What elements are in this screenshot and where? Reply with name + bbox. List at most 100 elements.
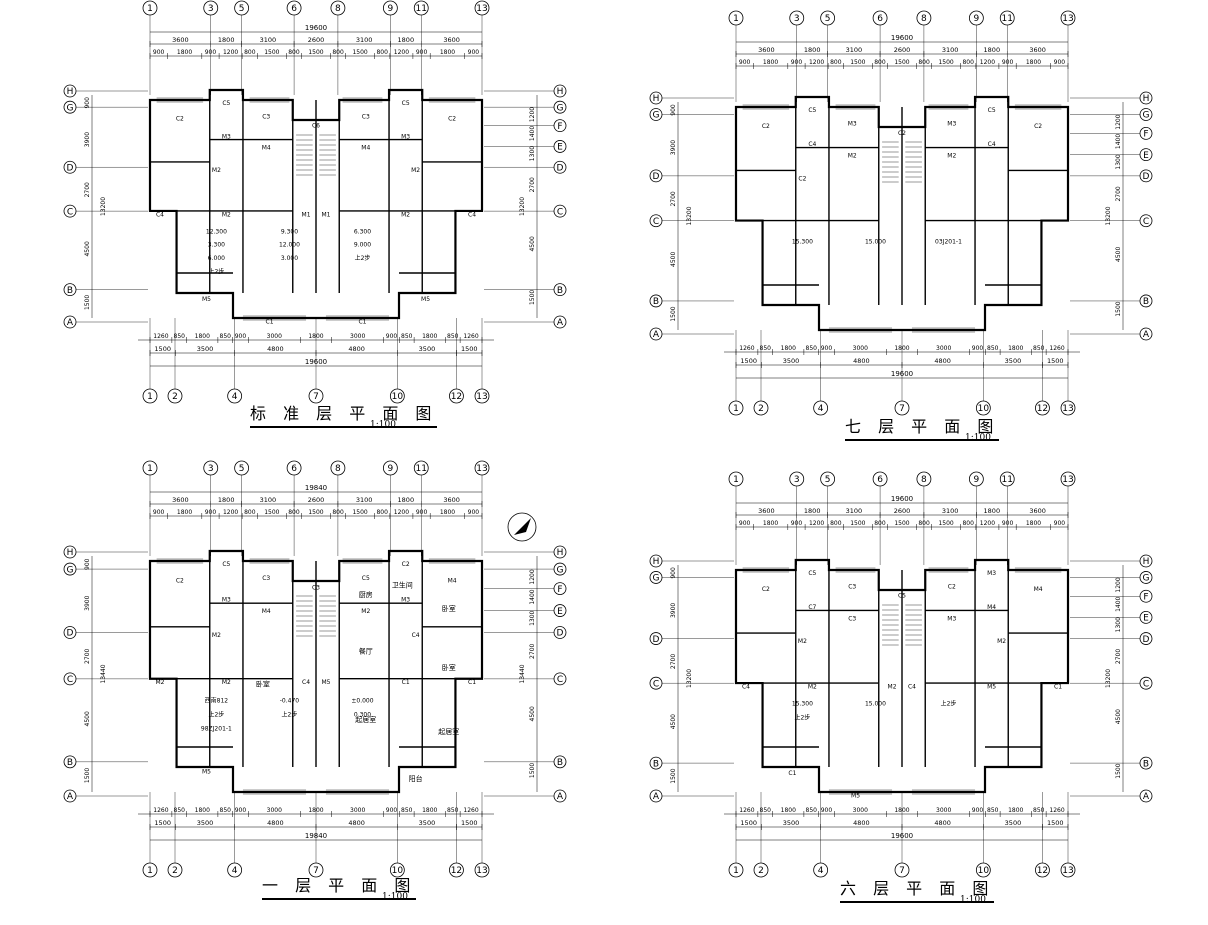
dim-top: 3600 [1029,46,1046,54]
axis-bubble-label: 12 [451,392,462,402]
room-code: M5 [321,679,330,686]
plan-note: 3.000 [281,255,298,262]
dim-top: 1800 [804,507,821,515]
axis-bubble-label: 8 [335,4,341,14]
room-code: M2 [401,212,410,219]
dim-top-detail: 800 [830,59,842,66]
dim-bottom-detail: 3000 [267,807,282,814]
axis-bubble-label: 1 [147,866,153,876]
dim-left: 900 [670,567,677,579]
dim-right: 1400 [529,589,536,604]
row-axis-bubble-label: A [653,330,660,340]
dim-bottom-detail: 1800 [781,807,796,814]
room-code: C2 [762,123,770,130]
dim-top-detail: 800 [874,520,886,527]
room-code: C4 [742,684,750,691]
dim-top: 3600 [758,46,775,54]
dim-top-detail: 900 [1002,59,1014,66]
axis-bubble-label: 10 [392,866,404,876]
dim-top-detail: 800 [962,520,974,527]
dim-bottom-detail: 3000 [853,807,868,814]
axis-bubble-label: 5 [239,4,245,14]
axis-bubble-label: 11 [1002,475,1013,485]
axis-bubble-label: 1 [733,404,739,414]
dim-right: 1400 [529,126,536,141]
dim-left: 1500 [670,768,677,783]
dim-top: 1800 [398,496,415,504]
axis-bubble-label: 6 [291,464,297,474]
plan-title: 一 层 平 面 图 [262,872,417,900]
dim-top: 2600 [308,496,325,504]
dim-right: 2700 [1115,186,1122,201]
row-axis-bubble-label: D [1143,635,1150,645]
plan-note: 98ZJ201-1 [201,726,232,733]
dim-top-detail: 900 [1054,520,1066,527]
axis-bubble-label: 13 [1062,14,1073,24]
axis-bubble-label: 2 [172,866,178,876]
room-code: M5 [851,792,860,799]
dim-top-detail: 1500 [264,509,279,516]
row-axis-bubble-label: C [653,217,659,227]
dim-top-detail: 800 [918,59,930,66]
plan-note: 6.300 [354,228,371,235]
dim-bottom: 3500 [197,819,214,827]
dim-bottom-detail: 1260 [1049,345,1064,352]
dim-side-total: 13200 [1105,206,1112,225]
room-code: C1 [402,679,410,686]
axis-bubble-label: 4 [232,866,238,876]
dim-bottom: 4800 [934,819,951,827]
dim-top-detail: 1500 [894,520,909,527]
axis-bubble-label: 2 [758,404,764,414]
dim-left: 3900 [84,132,91,147]
axis-bubble-label: 3 [208,4,214,14]
room-code: C1 [266,319,274,326]
row-axis-bubble-label: E [557,143,563,153]
dim-top-detail: 900 [1002,520,1014,527]
row-axis-bubble-label: G [1143,111,1150,121]
dim-right: 1400 [1115,596,1122,611]
axis-bubble-label: 6 [291,4,297,14]
row-axis-bubble-label: D [557,163,564,173]
row-axis-bubble-label: E [1143,614,1149,624]
dim-left: 1500 [84,295,91,310]
dim-bottom-detail: 900 [235,807,247,814]
axis-bubble-label: 10 [978,404,990,414]
room-code: C5 [402,100,410,107]
dim-top-detail: 800 [376,49,388,56]
dim-top: 2600 [308,36,325,44]
axis-bubble-label: 1 [733,866,739,876]
dim-right: 1200 [1115,114,1122,129]
dim-top-detail: 1500 [938,520,953,527]
dim-bottom: 4800 [267,345,284,353]
row-axis-bubble-label: C [67,675,73,685]
plan-note: -0.470 [280,697,300,704]
dim-top-detail: 900 [153,509,165,516]
dim-bottom-detail: 850 [806,807,818,814]
row-axis-bubble-label: H [67,548,74,558]
room-code: C4 [988,141,996,148]
dim-top-detail: 800 [244,49,256,56]
dim-bottom: 3500 [1005,357,1022,365]
dim-top-detail: 900 [791,59,803,66]
room-code: M4 [987,604,996,611]
room-label: 餐厅 [359,647,373,656]
axis-bubble-label: 8 [921,14,927,24]
dim-side-total: 13200 [686,669,693,688]
row-axis-bubble-label: F [1143,130,1148,140]
room-code: C5 [222,561,230,568]
dim-top-detail: 800 [918,520,930,527]
dim-top: 1800 [218,36,235,44]
row-axis-bubble-label: A [67,792,74,802]
axis-bubble-label: 13 [476,464,487,474]
dim-top-detail: 900 [153,49,165,56]
dim-right: 4500 [529,706,536,721]
plan-note: 上2步 [941,700,957,708]
dim-top-detail: 800 [332,509,344,516]
row-axis-bubble-label: A [557,792,564,802]
dim-bottom-detail: 3000 [853,345,868,352]
room-code: C3 [848,615,856,622]
dim-bottom: 1500 [154,345,171,353]
dim-side-total: 13200 [1105,669,1112,688]
dim-right: 1200 [529,107,536,122]
